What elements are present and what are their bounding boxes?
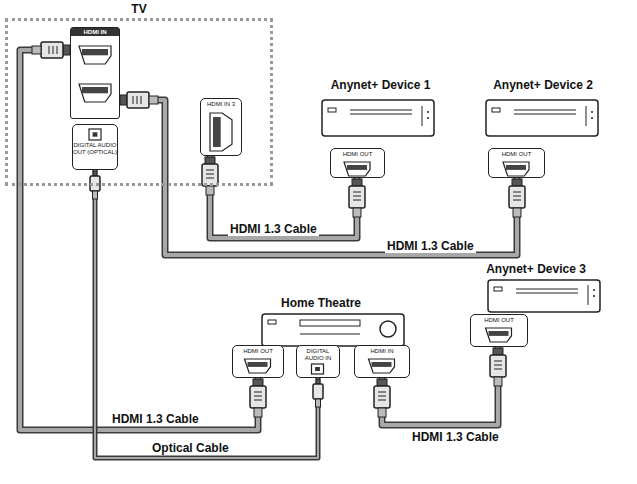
cable-label: HDMI 1.3 Cable bbox=[110, 412, 201, 426]
cable-label: Optical Cable bbox=[150, 441, 231, 455]
hdmi-input-port: HDMI IN bbox=[354, 345, 410, 378]
hdmi-cable bbox=[120, 100, 517, 255]
port-label: DIGITAL AUDIO IN bbox=[297, 346, 339, 362]
device-heading: Anynet+ Device 2 bbox=[478, 78, 608, 92]
optical-input-port: DIGITAL AUDIO IN bbox=[296, 345, 340, 378]
hdmi-output-port: HDMI OUT bbox=[232, 345, 284, 378]
port-label: DIGITAL AUDIO OUT (OPTICAL) bbox=[73, 125, 117, 156]
device-heading: Home Theatre bbox=[228, 296, 414, 310]
optical-cable bbox=[95, 170, 318, 458]
port-label: HDMI IN bbox=[71, 28, 119, 36]
socket-symbol bbox=[71, 28, 119, 118]
optical-output-port: DIGITAL AUDIO OUT (OPTICAL) bbox=[72, 124, 118, 170]
device-body bbox=[486, 100, 598, 136]
hdmi-plug bbox=[250, 379, 266, 417]
port-label: HDMI OUT bbox=[331, 149, 384, 158]
hdmi-output-port: HDMI OUT bbox=[330, 148, 385, 178]
cable-label: HDMI 1.3 Cable bbox=[228, 222, 319, 236]
port-label: HDMI OUT bbox=[471, 315, 527, 324]
anynet-device: Anynet+ Device 3 HDMI OUT bbox=[466, 262, 606, 354]
port-label: HDMI IN bbox=[355, 346, 409, 355]
hdmi-output-port: HDMI OUT bbox=[470, 314, 528, 347]
cable-label: HDMI 1.3 Cable bbox=[385, 239, 476, 253]
anynet-device: Anynet+ Device 1 HDMI OUT bbox=[318, 78, 443, 178]
device-body bbox=[488, 280, 600, 312]
cable-label: HDMI 1.3 Cable bbox=[410, 430, 501, 444]
device-heading: Anynet+ Device 1 bbox=[318, 78, 443, 92]
hdmi-input-panel: HDMI IN bbox=[70, 27, 120, 119]
home-theatre-body bbox=[262, 314, 404, 346]
hdmi-plug bbox=[490, 348, 506, 386]
anynet-device: Anynet+ Device 2 HDMI OUT bbox=[478, 78, 608, 178]
socket-symbol bbox=[201, 99, 241, 155]
hdmi-plug bbox=[349, 179, 365, 217]
home-theatre: Home TheatreHDMI OUT DIGITAL AUDIO IN HDMI… bbox=[228, 296, 414, 380]
optical-plug bbox=[313, 379, 323, 407]
hdmi-plug bbox=[120, 92, 158, 108]
device-heading: Anynet+ Device 3 bbox=[466, 262, 606, 276]
port-label: HDMI OUT bbox=[489, 149, 544, 158]
hdmi-plug bbox=[202, 157, 218, 195]
port-label: HDMI OUT bbox=[233, 346, 283, 355]
hdmi-output-port: HDMI OUT bbox=[488, 148, 545, 178]
hdmi-plug bbox=[32, 42, 70, 58]
device-body bbox=[322, 100, 434, 136]
device-heading: TV bbox=[8, 2, 270, 16]
port-label: HDMI IN 3 bbox=[201, 99, 241, 108]
hdmi-plug bbox=[509, 179, 525, 217]
hdmi-side-port: HDMI IN 3 bbox=[200, 98, 242, 156]
tv-outline: TVHDMI INHDMI IN 3DIGITAL AUDIO OUT (OPT… bbox=[5, 18, 273, 186]
hdmi-plug bbox=[374, 379, 390, 417]
